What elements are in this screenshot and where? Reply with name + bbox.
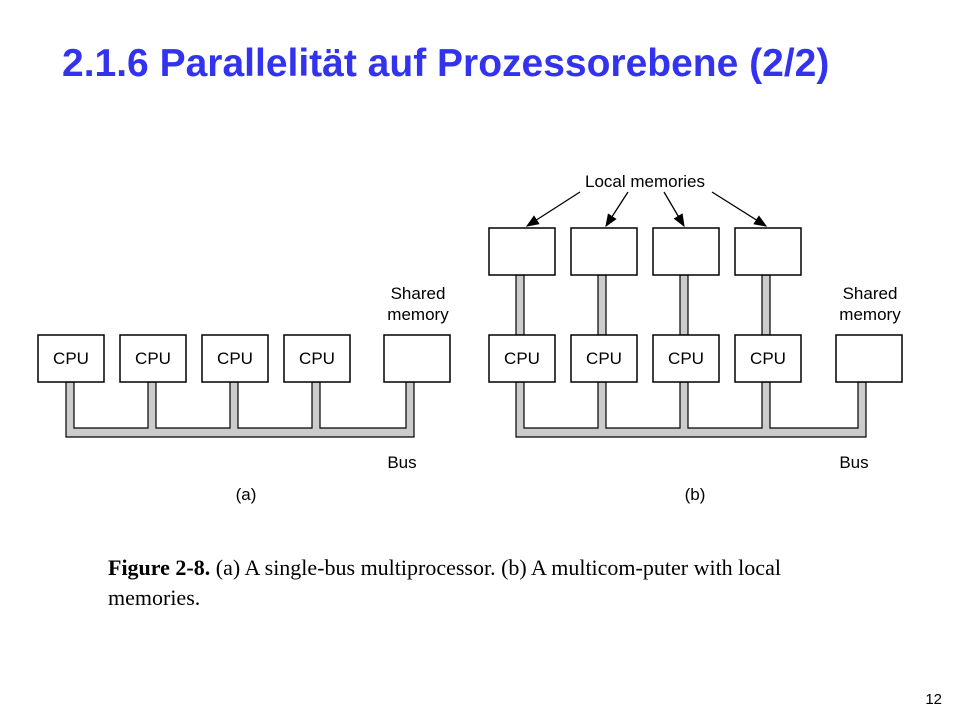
arrow-local-memory-4 [711, 191, 768, 227]
local-memory-box-2 [570, 227, 638, 276]
cpu-label-b-4: CPU [750, 349, 786, 368]
shared-memory-label-b-line1: Shared [843, 284, 898, 303]
arrow-local-memory-1 [525, 191, 581, 227]
cpu-box-b-1 [488, 334, 556, 383]
shared-memory-label-a-line1: Shared [391, 284, 446, 303]
memory-link-b-2 [597, 274, 607, 336]
cpu-box-b-3 [652, 334, 720, 383]
arrow-local-memory-2 [605, 191, 629, 228]
diagram-b: CPU CPU CPU CPU Shared memory Local memo… [488, 172, 903, 504]
sublabel-a: (a) [236, 485, 257, 504]
cpu-label-a-2: CPU [135, 349, 171, 368]
cpu-label-b-3: CPU [668, 349, 704, 368]
cpu-label-a-1: CPU [53, 349, 89, 368]
bus-b [515, 381, 867, 438]
cpu-box-a-1 [37, 334, 105, 383]
bus-a [65, 381, 415, 438]
memory-link-b-1 [515, 274, 525, 336]
slide-title: 2.1.6 Parallelität auf Prozessorebene (2… [62, 42, 830, 85]
figure-number: Figure 2-8. [108, 555, 211, 580]
bus-label-b: Bus [839, 453, 868, 472]
shared-memory-label-a-line2: memory [387, 305, 449, 324]
memory-link-b-4 [761, 274, 771, 336]
page-number: 12 [925, 691, 942, 708]
cpu-label-a-3: CPU [217, 349, 253, 368]
local-memory-box-1 [488, 227, 556, 276]
local-memory-box-3 [652, 227, 720, 276]
cpu-label-a-4: CPU [299, 349, 335, 368]
cpu-box-a-3 [201, 334, 269, 383]
cpu-box-b-4 [734, 334, 802, 383]
bus-label-a: Bus [387, 453, 416, 472]
sublabel-b: (b) [685, 485, 706, 504]
local-memories-label: Local memories [585, 172, 705, 191]
caption-text: (a) A single-bus multiprocessor. (b) A m… [108, 555, 781, 610]
local-memory-box-4 [734, 227, 802, 276]
memory-link-b-3 [679, 274, 689, 336]
cpu-box-b-2 [570, 334, 638, 383]
cpu-label-b-1: CPU [504, 349, 540, 368]
figure-caption: Figure 2-8. (a) A single-bus multiproces… [108, 553, 848, 613]
arrow-local-memory-3 [663, 191, 685, 228]
cpu-label-b-2: CPU [586, 349, 622, 368]
cpu-box-a-4 [283, 334, 351, 383]
shared-memory-label-b-line2: memory [839, 305, 901, 324]
shared-memory-box-b [835, 334, 903, 383]
cpu-box-a-2 [119, 334, 187, 383]
diagram-a: CPU CPU CPU CPU Shared memory Bus (a) [37, 284, 451, 504]
shared-memory-box-a [383, 334, 451, 383]
